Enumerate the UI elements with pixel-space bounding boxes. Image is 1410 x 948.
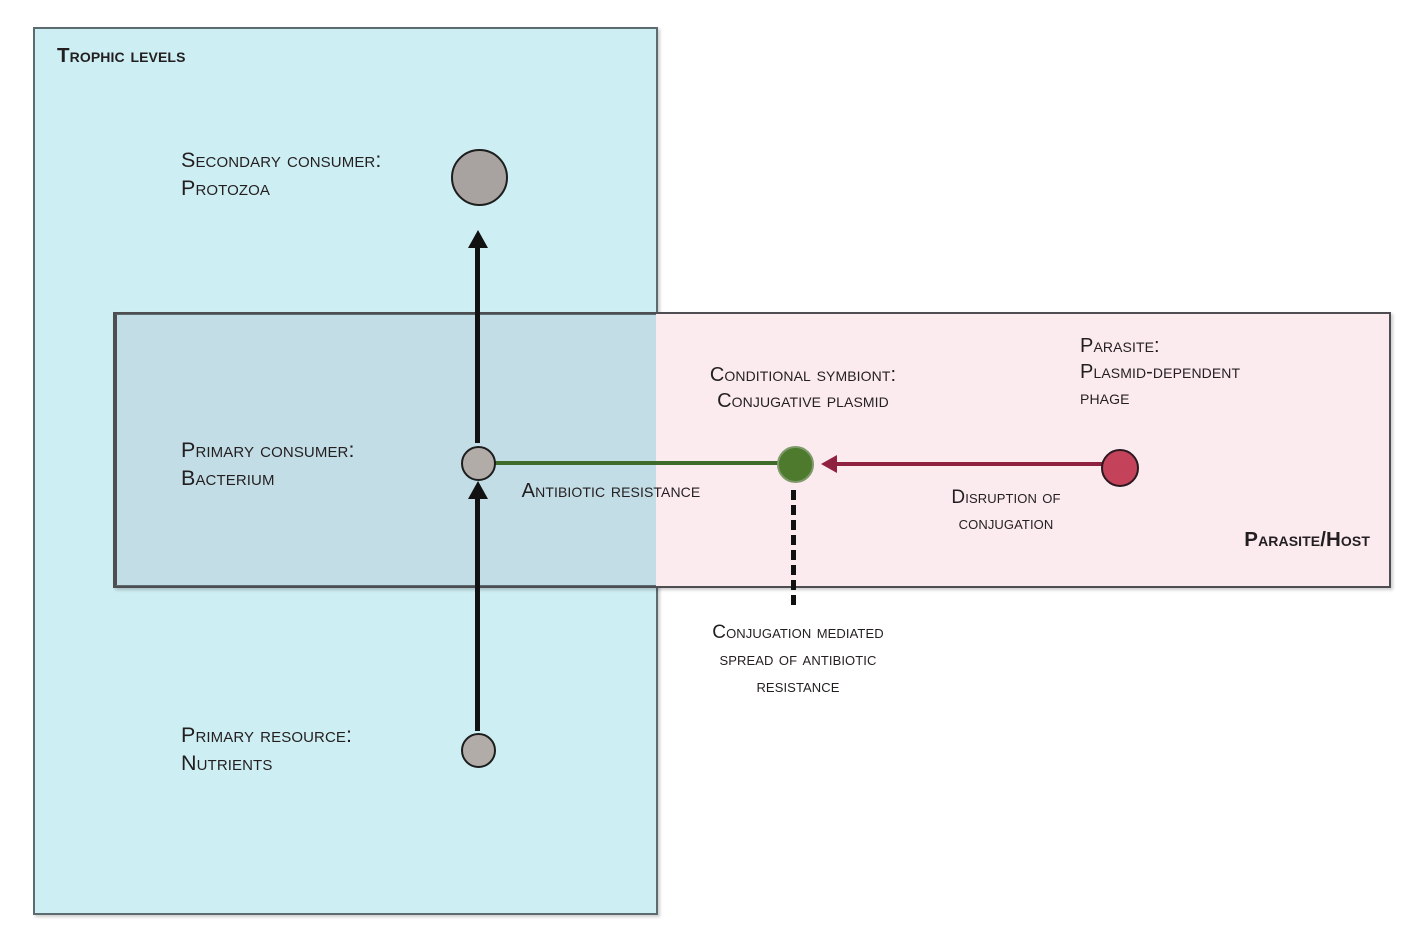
label-conjugation-mediated-spread: Conjugation mediated spread of antibioti…	[712, 622, 884, 697]
label-secondary-consumer: Secondary consumer: Protozoa	[181, 148, 382, 200]
parasite-host-title: Parasite/Host	[1244, 528, 1370, 551]
arrow-bacterium-to-protozoa	[467, 230, 488, 443]
node-nutrients[interactable]	[461, 733, 496, 768]
panel-overlap-region	[115, 314, 656, 586]
label-disruption-of-conjugation: Disruption of conjugation	[951, 487, 1061, 535]
label-parasite: Parasite: Plasmid-dependent phage	[1080, 335, 1241, 409]
link-antibiotic-resistance	[492, 461, 783, 465]
node-protozoa[interactable]	[451, 149, 508, 206]
label-antibiotic-resistance: Antibiotic resistance	[521, 480, 701, 502]
trophic-levels-title: Trophic levels	[57, 44, 186, 67]
node-bacterium[interactable]	[461, 446, 496, 481]
arrow-nutrients-to-bacterium	[467, 481, 488, 731]
node-conjugative-plasmid[interactable]	[777, 446, 814, 483]
node-plasmid-dependent-phage[interactable]	[1101, 449, 1139, 487]
dashed-link-conjugation-spread	[791, 490, 796, 605]
label-primary-resource: Primary resource: Nutrients	[181, 723, 353, 775]
arrow-phage-disrupts-conjugation	[821, 454, 1104, 473]
label-primary-consumer: Primary consumer: Bacterium	[181, 438, 355, 490]
label-conditional-symbiont: Conditional symbiont: Conjugative plasmi…	[709, 364, 897, 412]
